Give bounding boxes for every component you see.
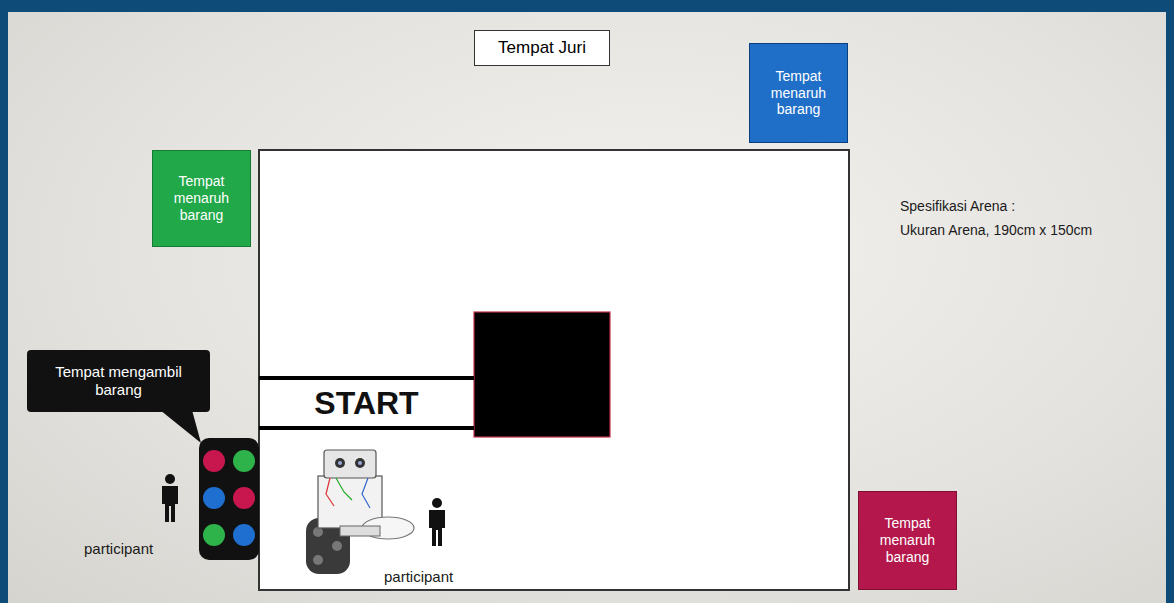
arena-field [259, 150, 849, 590]
participant-figure [429, 498, 445, 546]
participant-label: participant [384, 568, 453, 585]
start-band: START [259, 376, 474, 430]
drop-zone-green: Tempat menaruh barang [152, 150, 251, 247]
drop-zone-red: Tempat menaruh barang [858, 491, 957, 590]
box-text: START [314, 384, 418, 422]
box-text: Tempat menaruh barang [872, 515, 944, 565]
participant-figure [162, 474, 178, 522]
spec-size: Ukuran Arena, 190cm x 150cm [900, 222, 1092, 238]
robot-illustration [306, 450, 414, 574]
obstacle-square [474, 312, 610, 437]
item-bin [199, 438, 259, 560]
pickup-callout: Tempat mengambil barang [27, 350, 210, 412]
spec-heading: Spesifikasi Arena : [900, 198, 1015, 214]
box-text: Tempat menaruh barang [763, 68, 835, 118]
judge-box: Tempat Juri [474, 30, 610, 66]
callout-pointer [160, 410, 201, 443]
box-text: Tempat mengambil barang [51, 363, 186, 399]
box-text: Tempat menaruh barang [166, 173, 238, 223]
participant-label: participant [84, 540, 153, 557]
box-text: Tempat Juri [498, 38, 586, 58]
drop-zone-blue: Tempat menaruh barang [749, 43, 848, 143]
